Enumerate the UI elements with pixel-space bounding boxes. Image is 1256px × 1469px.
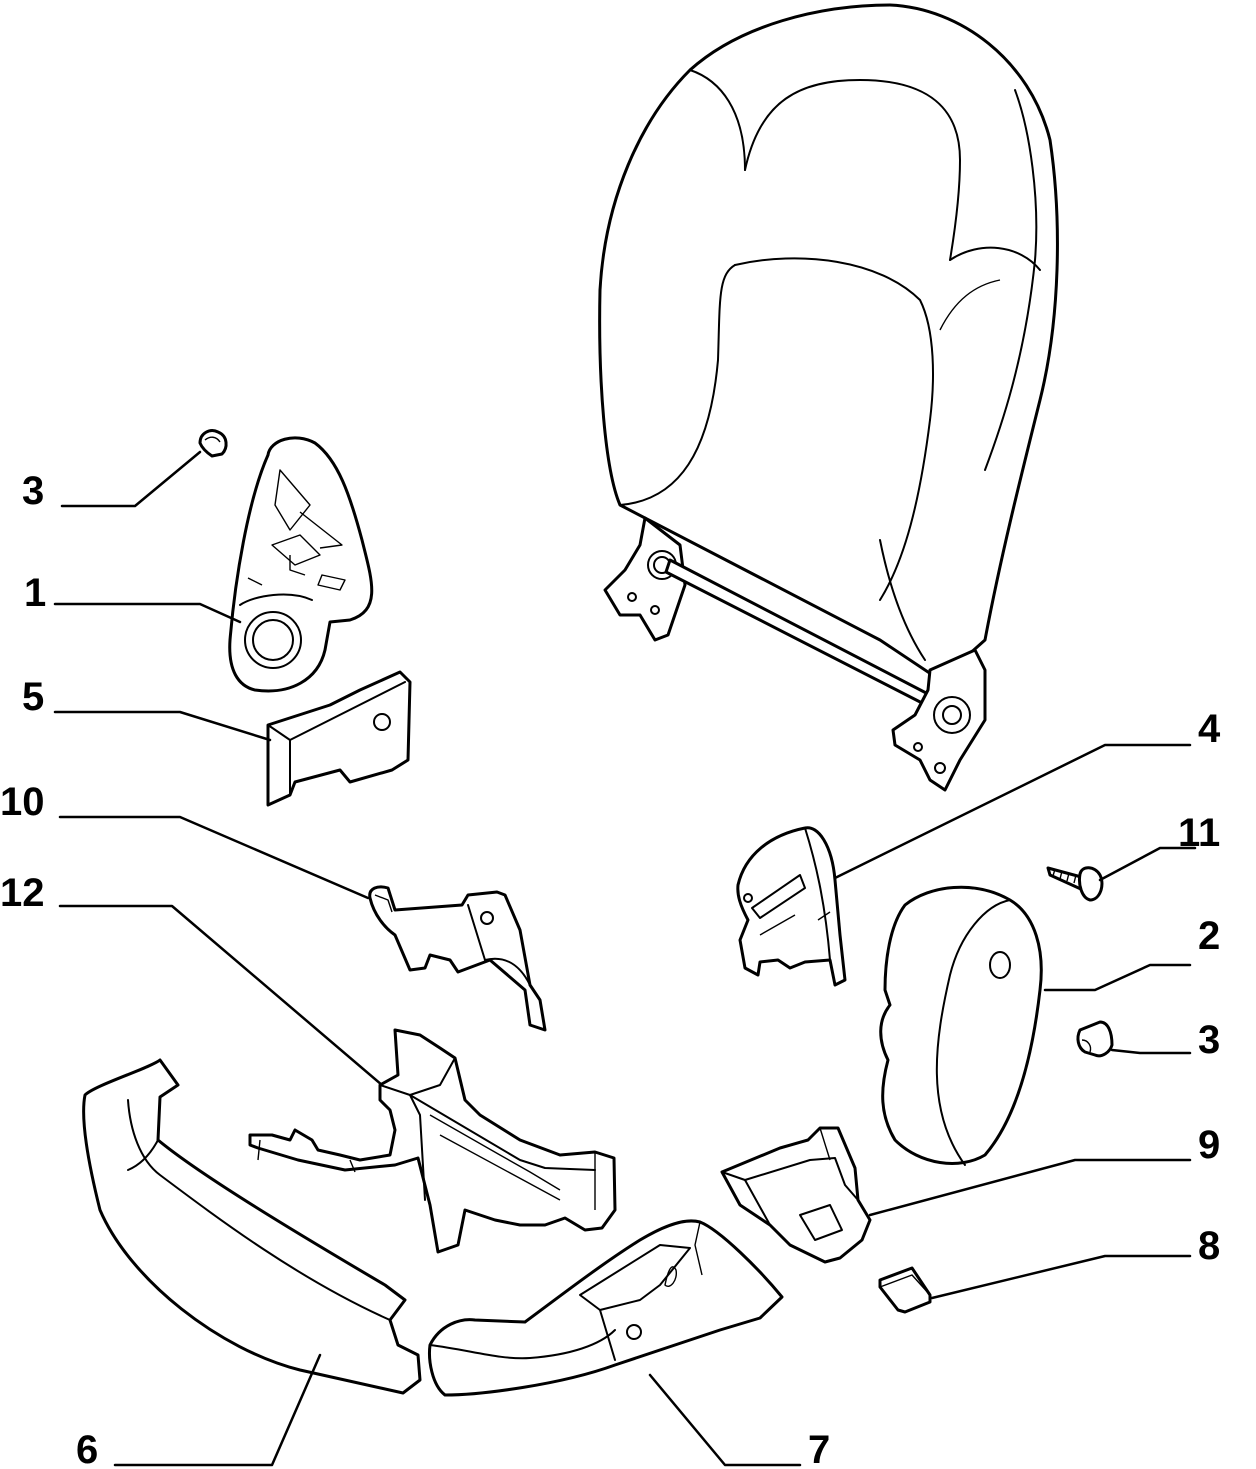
leader-11 <box>1098 846 1197 882</box>
callout-6: 6 <box>76 1428 98 1469</box>
callout-3-left: 3 <box>22 469 44 513</box>
leader-1 <box>53 602 242 624</box>
callout-11: 11 <box>1178 811 1220 855</box>
leader-9 <box>868 1158 1192 1217</box>
callout-12: 12 <box>0 871 45 915</box>
leader-4 <box>833 743 1192 880</box>
callout-labels: 3 1 5 10 12 6 7 4 11 2 3 9 8 <box>0 469 1221 1469</box>
callout-3-right: 3 <box>1198 1018 1220 1062</box>
callout-5: 5 <box>22 675 44 719</box>
seat-back-assembly[interactable] <box>598 3 1059 792</box>
cover-plug[interactable] <box>878 1266 932 1314</box>
bracket-left[interactable] <box>266 670 412 807</box>
trim-panel-left[interactable] <box>82 1058 422 1395</box>
lever-bracket-right[interactable] <box>736 826 847 987</box>
callout-8: 8 <box>1198 1224 1220 1268</box>
leader-12 <box>58 904 384 1087</box>
leader-2 <box>1043 963 1192 992</box>
leader-5 <box>53 710 272 742</box>
callout-1: 1 <box>24 571 46 615</box>
side-cover-right[interactable] <box>879 885 1043 1166</box>
callout-4: 4 <box>1198 707 1221 751</box>
callout-9: 9 <box>1198 1123 1220 1167</box>
clip-left[interactable] <box>198 429 228 458</box>
trim-panel-right[interactable] <box>428 1219 784 1397</box>
leader-3-right <box>1110 1048 1192 1055</box>
clip-right[interactable] <box>1076 1020 1114 1058</box>
release-lever[interactable] <box>368 885 547 1032</box>
callout-2: 2 <box>1198 914 1220 958</box>
leader-7 <box>648 1373 802 1467</box>
leader-10 <box>58 815 370 900</box>
recliner-plate-left[interactable] <box>228 436 374 693</box>
leader-8 <box>930 1254 1192 1300</box>
callout-10: 10 <box>0 780 45 824</box>
lever-cover[interactable] <box>720 1126 872 1264</box>
screw[interactable] <box>1046 866 1104 902</box>
leader-lines <box>53 450 1197 1467</box>
leader-3-left <box>60 450 202 508</box>
leader-6 <box>113 1353 322 1467</box>
callout-7: 7 <box>808 1428 830 1469</box>
base-support[interactable] <box>248 1028 617 1254</box>
